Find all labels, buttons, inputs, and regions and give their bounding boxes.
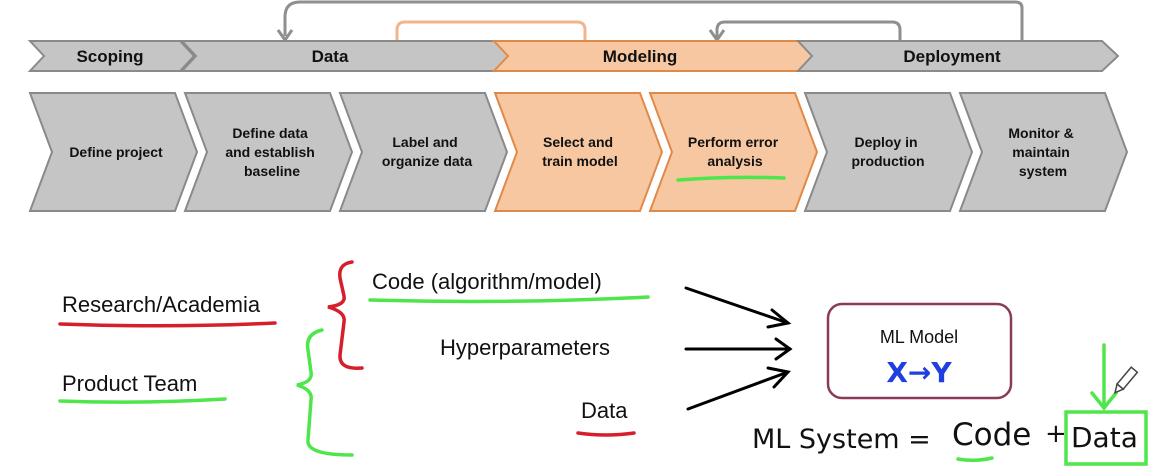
step-1-line-0: Define data	[232, 125, 308, 141]
model-inputs: Code (algorithm/model) Hyperparameters D…	[368, 269, 650, 437]
equation-data: Data	[1071, 421, 1138, 454]
feedback-arc-deployment-to-modeling	[715, 20, 902, 40]
ml-model-frame	[826, 302, 1013, 400]
arrow-data-head	[766, 366, 791, 389]
step-bar: Define project Define data and establish…	[28, 92, 1129, 212]
ml-model-formula: X→Y	[886, 356, 952, 389]
step-3-line-0: Select and	[543, 134, 613, 150]
step-3-line-1: train model	[542, 153, 617, 169]
phase-label-modeling: Modeling	[603, 47, 678, 66]
phase-label-scoping: Scoping	[76, 47, 143, 66]
input-code: Code (algorithm/model)	[372, 269, 602, 294]
red-brace	[327, 260, 364, 370]
step-0-line-0: Define project	[69, 144, 163, 160]
step-chevron-train-model	[493, 92, 664, 212]
input-arrows	[684, 286, 793, 411]
arrow-hyperparameters-head	[774, 337, 793, 361]
step-chevron-define-project	[28, 92, 199, 212]
phase-label-deployment: Deployment	[903, 47, 1001, 66]
research-underline	[58, 321, 277, 328]
equation-data-box	[1064, 410, 1148, 466]
equation-data-down-arrow	[1090, 343, 1118, 411]
audience-labels: Research/Academia Product Team	[58, 292, 277, 404]
phase-bar: Scoping Data Modeling Deployment	[27, 40, 1120, 72]
step-5-line-0: Deploy in	[855, 134, 918, 150]
arrow-code-head	[766, 308, 792, 329]
step-chevron-deploy	[803, 92, 974, 212]
phase-chevron-scoping	[27, 40, 196, 72]
code-input-underline	[368, 295, 650, 304]
step-label-train-model: Select and train model	[542, 134, 617, 169]
error-analysis-underline	[676, 175, 786, 182]
input-data: Data	[581, 398, 628, 423]
arrow-code	[684, 286, 790, 325]
green-brace	[296, 328, 354, 457]
input-hyperparameters: Hyperparameters	[440, 335, 610, 360]
step-label-define-data: Define data and establish baseline	[225, 125, 318, 179]
step-label-deploy: Deploy in production	[851, 134, 924, 169]
ml-model-title: ML Model	[880, 327, 958, 347]
step-label-define-project: Define project	[69, 144, 163, 160]
step-1-line-1: and establish	[225, 144, 314, 160]
step-6-line-2: system	[1019, 163, 1067, 179]
equation-plus: +	[1045, 419, 1067, 449]
pencil-icon	[1113, 366, 1139, 395]
step-6-line-0: Monitor &	[1008, 125, 1073, 141]
step-label-error-analysis: Perform error analysis	[688, 134, 782, 169]
arrow-data	[686, 370, 790, 411]
equation-lhs: ML System =	[752, 424, 931, 455]
label-product-team: Product Team	[62, 371, 197, 396]
feedback-arc-deployment-to-data	[283, 0, 1024, 40]
step-chevron-label-data	[338, 92, 509, 212]
step-4-line-0: Perform error	[688, 134, 779, 150]
braces	[296, 260, 364, 457]
step-6-line-1: maintain	[1012, 144, 1070, 160]
step-5-line-1: production	[851, 153, 924, 169]
label-research-academia: Research/Academia	[62, 292, 261, 317]
step-label-label-data: Label and organize data	[382, 134, 472, 169]
feedback-arc-modeling-to-data	[395, 20, 587, 40]
feedback-arcs	[276, 0, 1024, 43]
step-chevron-monitor	[958, 92, 1129, 212]
step-chevron-error-analysis	[648, 92, 819, 212]
step-2-line-1: organize data	[382, 153, 472, 169]
phase-label-data: Data	[312, 47, 349, 66]
phase-chevron-deployment	[795, 40, 1120, 72]
data-input-underline	[576, 431, 636, 437]
step-1-line-2: baseline	[244, 163, 300, 179]
step-4-line-1: analysis	[707, 153, 762, 169]
ml-system-equation: ML System = Code + Data	[752, 343, 1148, 466]
ml-model-box: ML Model X→Y	[826, 302, 1013, 400]
equation-code-underline	[956, 456, 994, 463]
step-2-line-0: Label and	[392, 134, 457, 150]
equation-code: Code	[952, 417, 1031, 453]
step-chevron-define-data	[183, 92, 354, 212]
product-underline	[58, 397, 227, 404]
step-label-monitor: Monitor & maintain system	[1008, 125, 1077, 179]
